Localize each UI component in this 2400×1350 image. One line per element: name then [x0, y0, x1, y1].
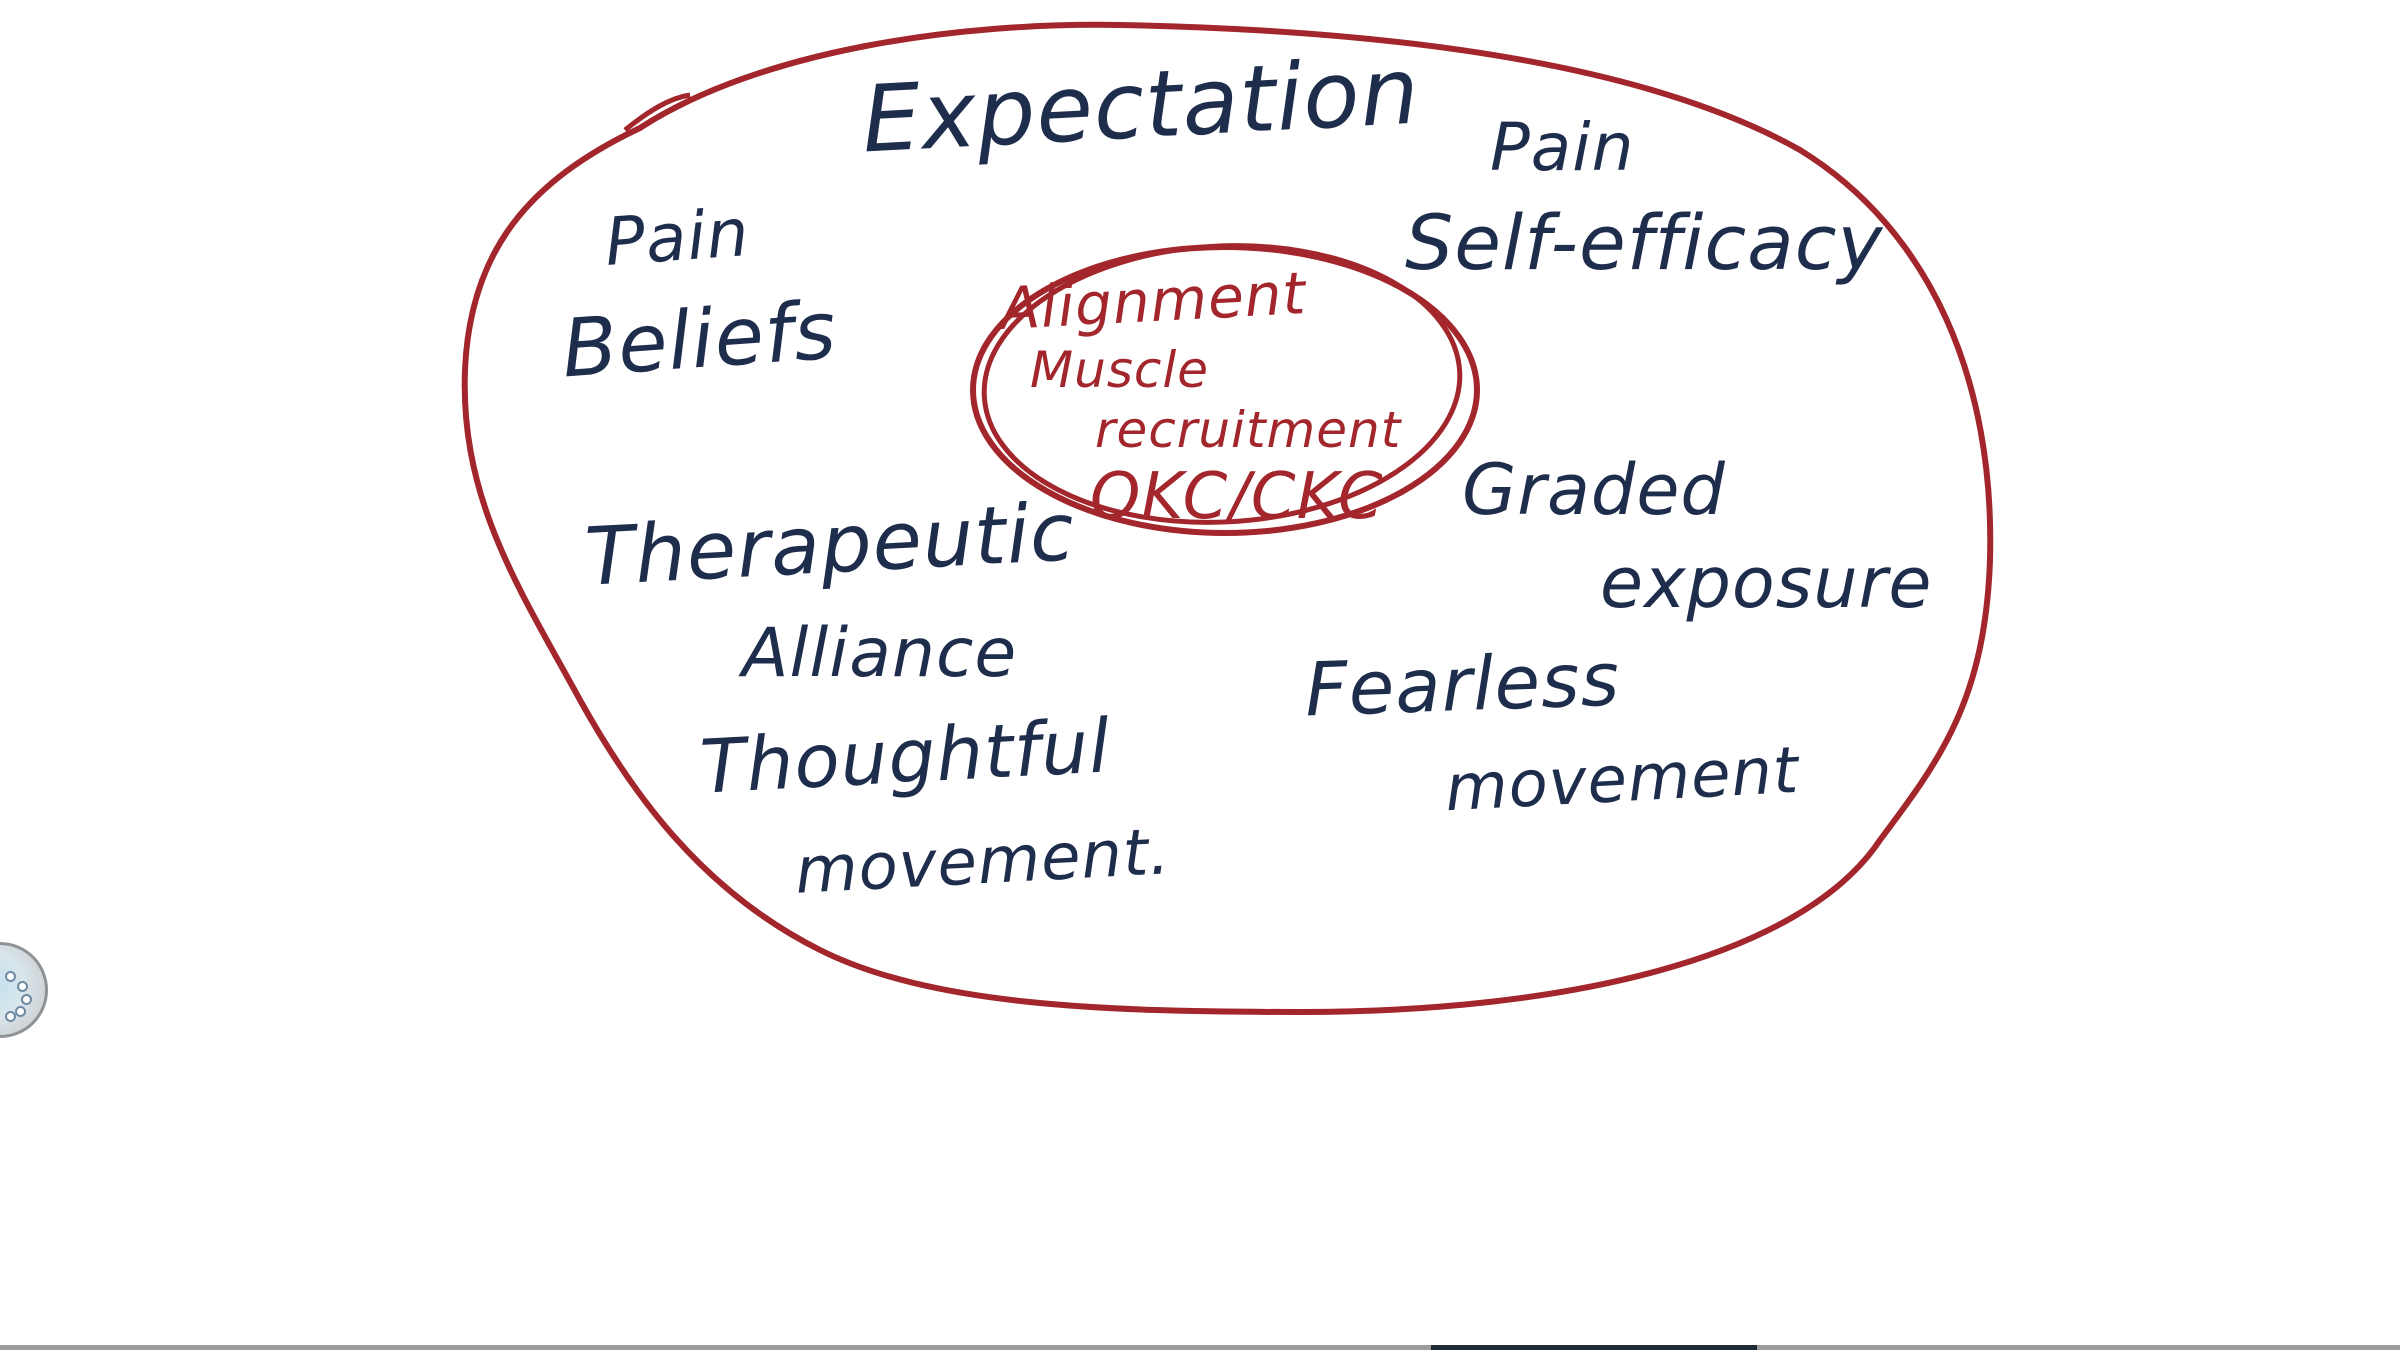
label-alliance: Alliance: [742, 614, 1018, 693]
label-recruitment: recruitment: [1095, 401, 1402, 459]
bottom-bar-highlight: [1431, 1345, 1757, 1350]
bottom-progress-bar[interactable]: [0, 1345, 2400, 1350]
label-fearless: Fearless: [1303, 636, 1622, 734]
label-exposure: exposure: [1600, 542, 1933, 624]
outer-ring: [461, 21, 1994, 1016]
label-pain-beliefs-beliefs: Beliefs: [559, 283, 840, 396]
label-alignment: Alignment: [998, 259, 1308, 343]
label-pain-beliefs-pain: Pain: [602, 194, 752, 281]
label-graded: Graded: [1462, 449, 1726, 531]
label-self-efficacy: Self-efficacy: [1405, 198, 1884, 287]
label-self-efficacy-pain: Pain: [1490, 109, 1635, 186]
label-fearless-movement: movement: [1443, 733, 1801, 827]
label-okc-ckc: OKC/CKC: [1090, 460, 1384, 534]
outer-ring-stroke-start: [623, 92, 691, 132]
label-therapeutic: Therapeutic: [582, 485, 1078, 604]
pen-tool-widget[interactable]: [0, 942, 48, 1038]
label-thoughtful-movement: movement.: [793, 815, 1173, 909]
label-expectation: Expectation: [859, 37, 1423, 174]
inner-ring-second-stroke: [981, 243, 1463, 525]
label-thoughtful: Thoughtful: [698, 703, 1113, 811]
label-muscle: Muscle: [1030, 341, 1210, 399]
